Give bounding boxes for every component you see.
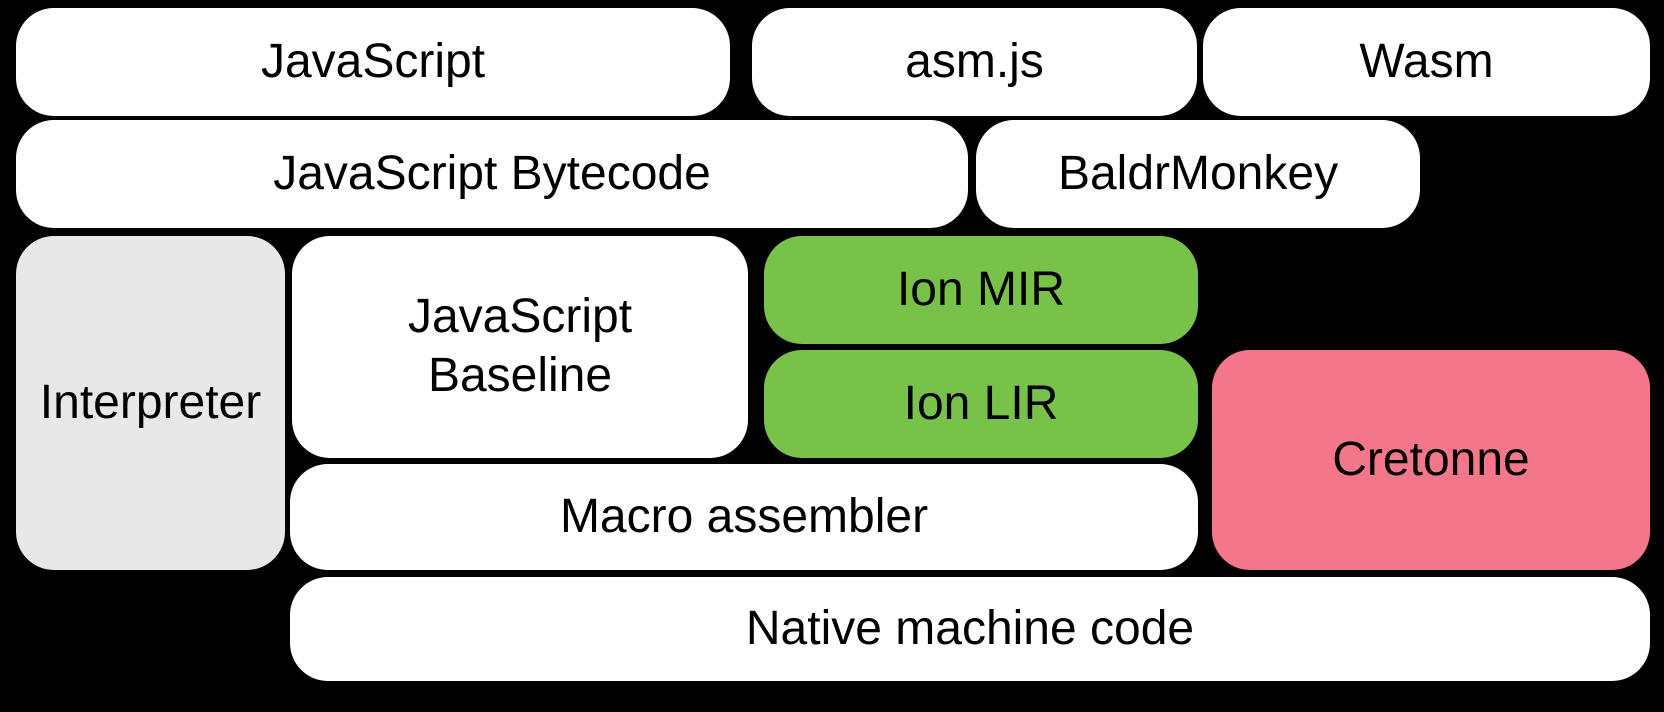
node-macro-assembler: Macro assembler — [290, 464, 1198, 570]
node-cretonne: Cretonne — [1212, 350, 1650, 570]
node-javascript: JavaScript — [16, 8, 730, 116]
node-interpreter: Interpreter — [16, 236, 285, 570]
node-ion-lir: Ion LIR — [764, 350, 1198, 458]
node-ion-mir: Ion MIR — [764, 236, 1198, 344]
node-baldrmonkey: BaldrMonkey — [976, 120, 1420, 228]
node-wasm: Wasm — [1203, 8, 1650, 116]
node-asmjs: asm.js — [752, 8, 1197, 116]
node-javascript-baseline: JavaScript Baseline — [292, 236, 748, 458]
node-javascript-bytecode: JavaScript Bytecode — [16, 120, 968, 228]
node-native-machine-code: Native machine code — [290, 577, 1650, 681]
